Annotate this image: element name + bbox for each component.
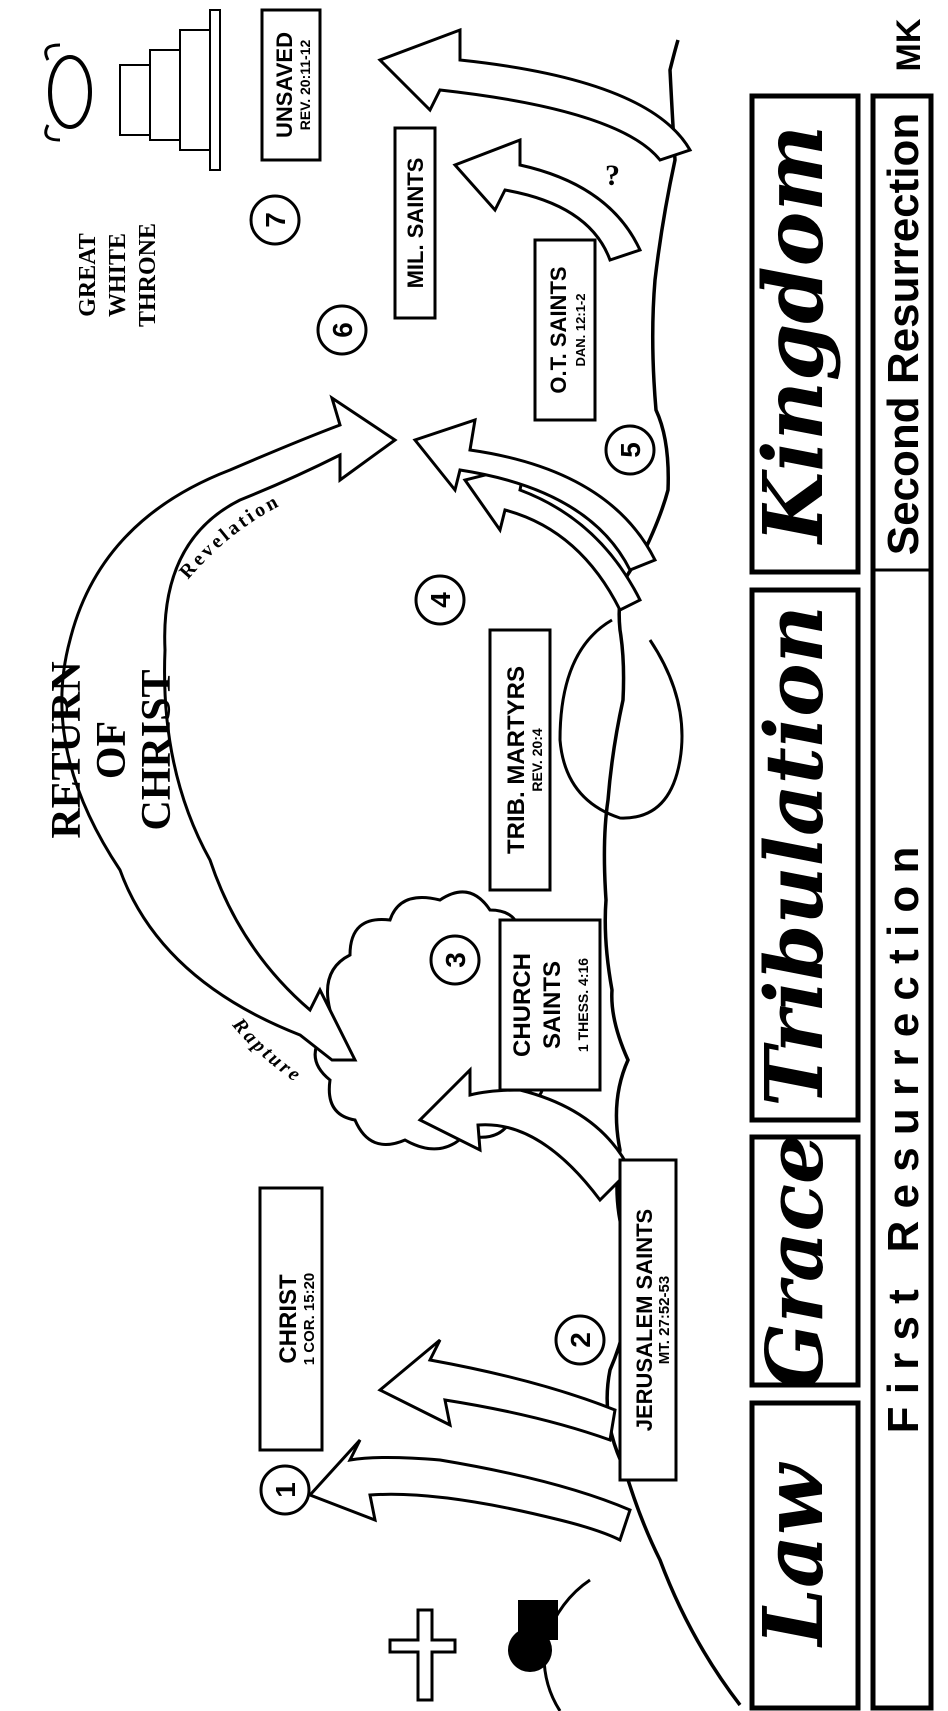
svg-text:7: 7 bbox=[260, 212, 291, 228]
label-trib-martyrs: TRIB. MARTYRS REV. 20:4 bbox=[488, 628, 552, 892]
rising-arrow-church bbox=[417, 1066, 632, 1203]
svg-text:UNSAVED: UNSAVED bbox=[272, 32, 297, 138]
great-white-throne-icon bbox=[44, 9, 221, 171]
label-mil-saints: MIL. SAINTS bbox=[393, 126, 437, 320]
era-box-kingdom bbox=[749, 93, 861, 575]
return-of-christ-title: RETURN OF CHRIST bbox=[44, 661, 180, 838]
ground-line bbox=[602, 39, 742, 1707]
svg-text:CHRIST: CHRIST bbox=[275, 1274, 302, 1364]
marker-2: 2 bbox=[554, 1314, 606, 1366]
rising-arrows bbox=[307, 27, 693, 1543]
resurrection-band bbox=[870, 93, 934, 1711]
svg-text:JERUSALEM SAINTS: JERUSALEM SAINTS bbox=[632, 1209, 657, 1431]
svg-text:REV. 20:11-12: REV. 20:11-12 bbox=[297, 40, 313, 131]
first-resurrection-label: F i r s t R e s u r r e c t i o n bbox=[879, 847, 928, 1434]
label-ot-saints: O.T. SAINTS DAN. 12:1-2 bbox=[533, 238, 597, 422]
svg-text:DAN. 12:1-2: DAN. 12:1-2 bbox=[573, 294, 588, 367]
svg-text:2: 2 bbox=[565, 1332, 596, 1348]
svg-text:1 COR. 15:20: 1 COR. 15:20 bbox=[301, 1273, 318, 1366]
tomb-and-cross bbox=[388, 1578, 591, 1711]
marker-1: 1 bbox=[259, 1464, 311, 1516]
era-bands: Law Grace Tribulation Kingdom F i r s t … bbox=[746, 18, 934, 1711]
marker-6: 6 bbox=[316, 304, 368, 356]
svg-text:GREAT: GREAT bbox=[75, 233, 101, 317]
label-jerusalem-saints: JERUSALEM SAINTS MT. 27:52-53 bbox=[618, 1158, 678, 1482]
question-mark: ? bbox=[605, 159, 620, 192]
great-white-throne-label: GREAT WHITE THRONE bbox=[75, 223, 161, 327]
era-kingdom-label: Kingdom bbox=[746, 125, 842, 545]
svg-text:3: 3 bbox=[440, 952, 471, 968]
era-tribulation-label: Tribulation bbox=[747, 605, 841, 1106]
tribulation-pit bbox=[558, 618, 684, 820]
title-line-2: OF bbox=[89, 721, 135, 779]
svg-text:SAINTS: SAINTS bbox=[539, 961, 566, 1049]
artist-signature: MK bbox=[890, 18, 928, 71]
svg-text:5: 5 bbox=[615, 442, 646, 458]
svg-text:4: 4 bbox=[425, 592, 456, 608]
marker-3: 3 bbox=[429, 934, 481, 986]
svg-text:CHURCH: CHURCH bbox=[509, 953, 536, 1057]
svg-text:1: 1 bbox=[270, 1482, 301, 1498]
era-law-label: Law bbox=[746, 1462, 842, 1648]
rising-arrow-trib-2 bbox=[412, 417, 658, 572]
label-church-saints: CHURCH SAINTS 1 THESS. 4:16 bbox=[498, 918, 602, 1092]
era-box-grace bbox=[749, 1134, 861, 1388]
second-resurrection-label: Second Resurrection bbox=[879, 113, 928, 556]
return-of-christ-arrow bbox=[60, 394, 398, 1062]
group-labels: CHRIST 1 COR. 15:20 JERUSALEM SAINTS MT.… bbox=[258, 8, 678, 1482]
svg-text:MT. 27:52-53: MT. 27:52-53 bbox=[656, 1276, 673, 1364]
title-line-1: RETURN bbox=[44, 661, 90, 838]
rising-arrow-jerusalem bbox=[377, 1338, 617, 1443]
svg-text:6: 6 bbox=[327, 322, 358, 338]
cross-icon bbox=[388, 1608, 457, 1702]
svg-text:WHITE: WHITE bbox=[105, 233, 131, 317]
svg-text:O.T. SAINTS: O.T. SAINTS bbox=[546, 266, 571, 393]
label-christ: CHRIST 1 COR. 15:20 bbox=[258, 1186, 324, 1452]
rising-arrow-christ bbox=[307, 1438, 632, 1543]
svg-text:REV. 20:4: REV. 20:4 bbox=[529, 728, 545, 792]
svg-text:1 THESS. 4:16: 1 THESS. 4:16 bbox=[575, 958, 591, 1052]
rising-arrow-mil bbox=[452, 137, 643, 262]
svg-text:TRIB. MARTYRS: TRIB. MARTYRS bbox=[503, 666, 530, 854]
era-box-tribulation bbox=[749, 587, 861, 1123]
svg-text:MIL. SAINTS: MIL. SAINTS bbox=[403, 158, 428, 289]
title-line-3: CHRIST bbox=[134, 669, 180, 830]
rising-arrow-trib-1 bbox=[462, 462, 643, 613]
svg-text:THRONE: THRONE bbox=[135, 223, 161, 327]
tomb-entrance-icon bbox=[518, 1600, 558, 1640]
era-box-law bbox=[749, 1400, 861, 1711]
marker-4: 4 bbox=[414, 574, 466, 626]
label-unsaved: UNSAVED REV. 20:11-12 bbox=[260, 8, 322, 162]
numbered-markers: 1 2 3 4 5 6 7 bbox=[249, 194, 656, 1516]
marker-5: 5 bbox=[604, 424, 656, 476]
marker-7: 7 bbox=[249, 194, 301, 246]
rising-arrow-unsaved bbox=[377, 27, 693, 162]
era-grace-label: Grace bbox=[750, 1134, 841, 1389]
